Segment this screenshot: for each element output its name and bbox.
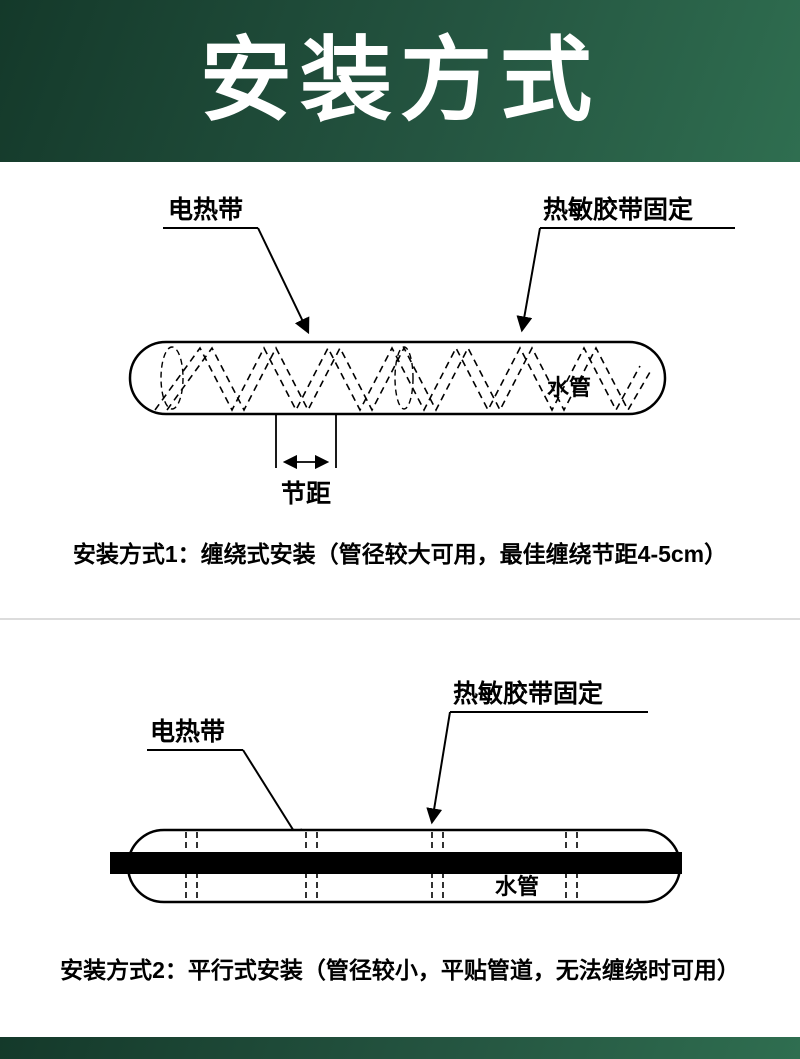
diagram-wrapped-installation: 电热带 热敏胶带固定 水管 节距 安装方式1：缠绕式安装（管径较大可用，最佳缠绕… [73, 195, 735, 567]
footer-banner [0, 1037, 800, 1059]
pipe-label: 水管 [547, 375, 591, 400]
heating-cable-band [110, 852, 682, 874]
section-divider [0, 618, 800, 620]
pipe-label-2: 水管 [495, 874, 539, 899]
thermal-tape-leader-line [516, 227, 541, 333]
caption-method-1: 安装方式1：缠绕式安装（管径较大可用，最佳缠绕节距4-5cm） [73, 541, 727, 567]
pitch-label: 节距 [281, 479, 331, 508]
tape-fixing-marks [185, 832, 578, 900]
caption-method-2: 安装方式2：平行式安装（管径较小，平贴管道，无法缠绕时可用） [60, 957, 740, 983]
diagram-parallel-installation: 热敏胶带固定 电热带 水管 安装方式2：平行式安装（管径较小，平贴管道，无法缠绕… [60, 679, 740, 983]
pipe-outline [128, 340, 667, 416]
wrap-loop-ellipse-middle [394, 346, 414, 410]
thermal-tape-label-2: 热敏胶带固定 [453, 679, 603, 708]
thermal-tape-label: 热敏胶带固定 [543, 195, 693, 224]
spiral-wrap-front-line [154, 346, 641, 412]
heating-cable-label: 电热带 [168, 196, 243, 224]
wrap-loop-ellipse-left [160, 346, 184, 410]
spiral-wrap-back-line [166, 346, 651, 412]
heating-cable-leader-line [257, 227, 310, 335]
header-banner: 安装方式 [0, 0, 800, 162]
thermal-tape-leader-line-2 [426, 711, 451, 825]
heating-cable-label-2: 电热带 [150, 718, 225, 746]
heating-cable-leader-line-2 [242, 749, 304, 847]
page-title: 安装方式 [199, 30, 600, 132]
